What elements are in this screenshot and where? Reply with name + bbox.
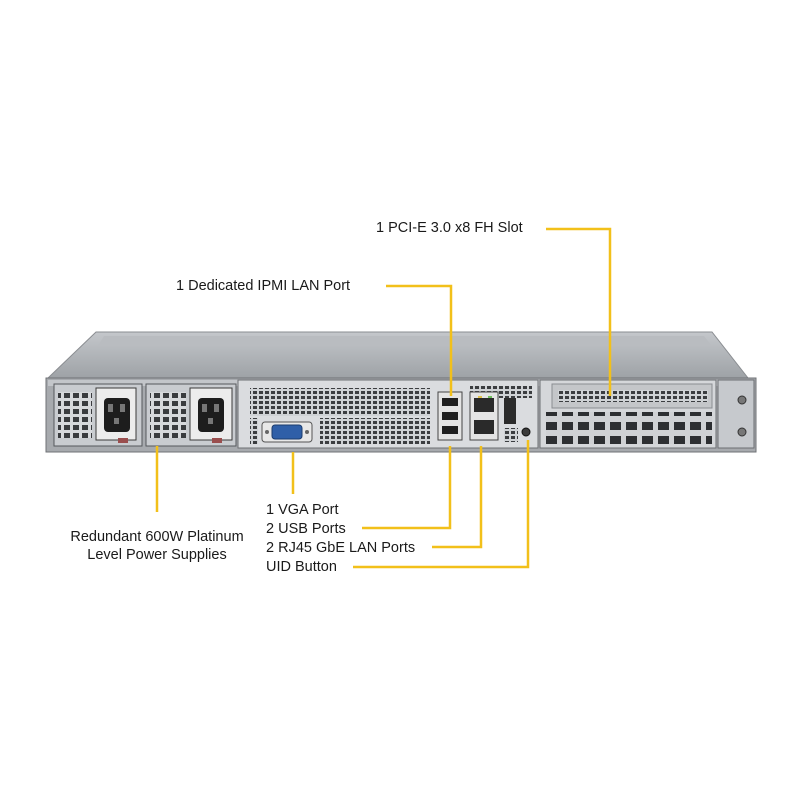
leader-ipmi: [386, 284, 453, 396]
label-pcie-slot: 1 PCI-E 3.0 x8 FH Slot: [376, 220, 523, 236]
power-supply-1: [53, 383, 143, 447]
leader-usb: [362, 446, 452, 530]
uid-button: [504, 398, 531, 442]
label-lan-ports: 2 RJ45 GbE LAN Ports: [266, 540, 416, 556]
usb-ports: [437, 391, 463, 441]
chassis-right-edge: [717, 379, 755, 449]
leader-lines: [155, 227, 612, 569]
chassis-top: [46, 331, 750, 379]
label-uid-button: UID Button: [266, 559, 337, 575]
label-psu-line2: Level Power Supplies: [87, 547, 227, 563]
leader-pcie: [546, 227, 612, 396]
leader-uid: [353, 440, 530, 569]
label-ipmi-port: 1 Dedicated IPMI LAN Port: [176, 278, 351, 294]
leader-lan: [432, 446, 483, 549]
vga-port: [261, 421, 313, 443]
power-supply-2: [145, 383, 237, 447]
label-usb-ports: 2 USB Ports: [266, 521, 346, 537]
label-psu-line1: Redundant 600W Platinum: [70, 529, 244, 545]
label-vga-port: 1 VGA Port: [266, 502, 339, 518]
pcie-slot: [539, 379, 717, 449]
lan-ports: [469, 391, 499, 441]
